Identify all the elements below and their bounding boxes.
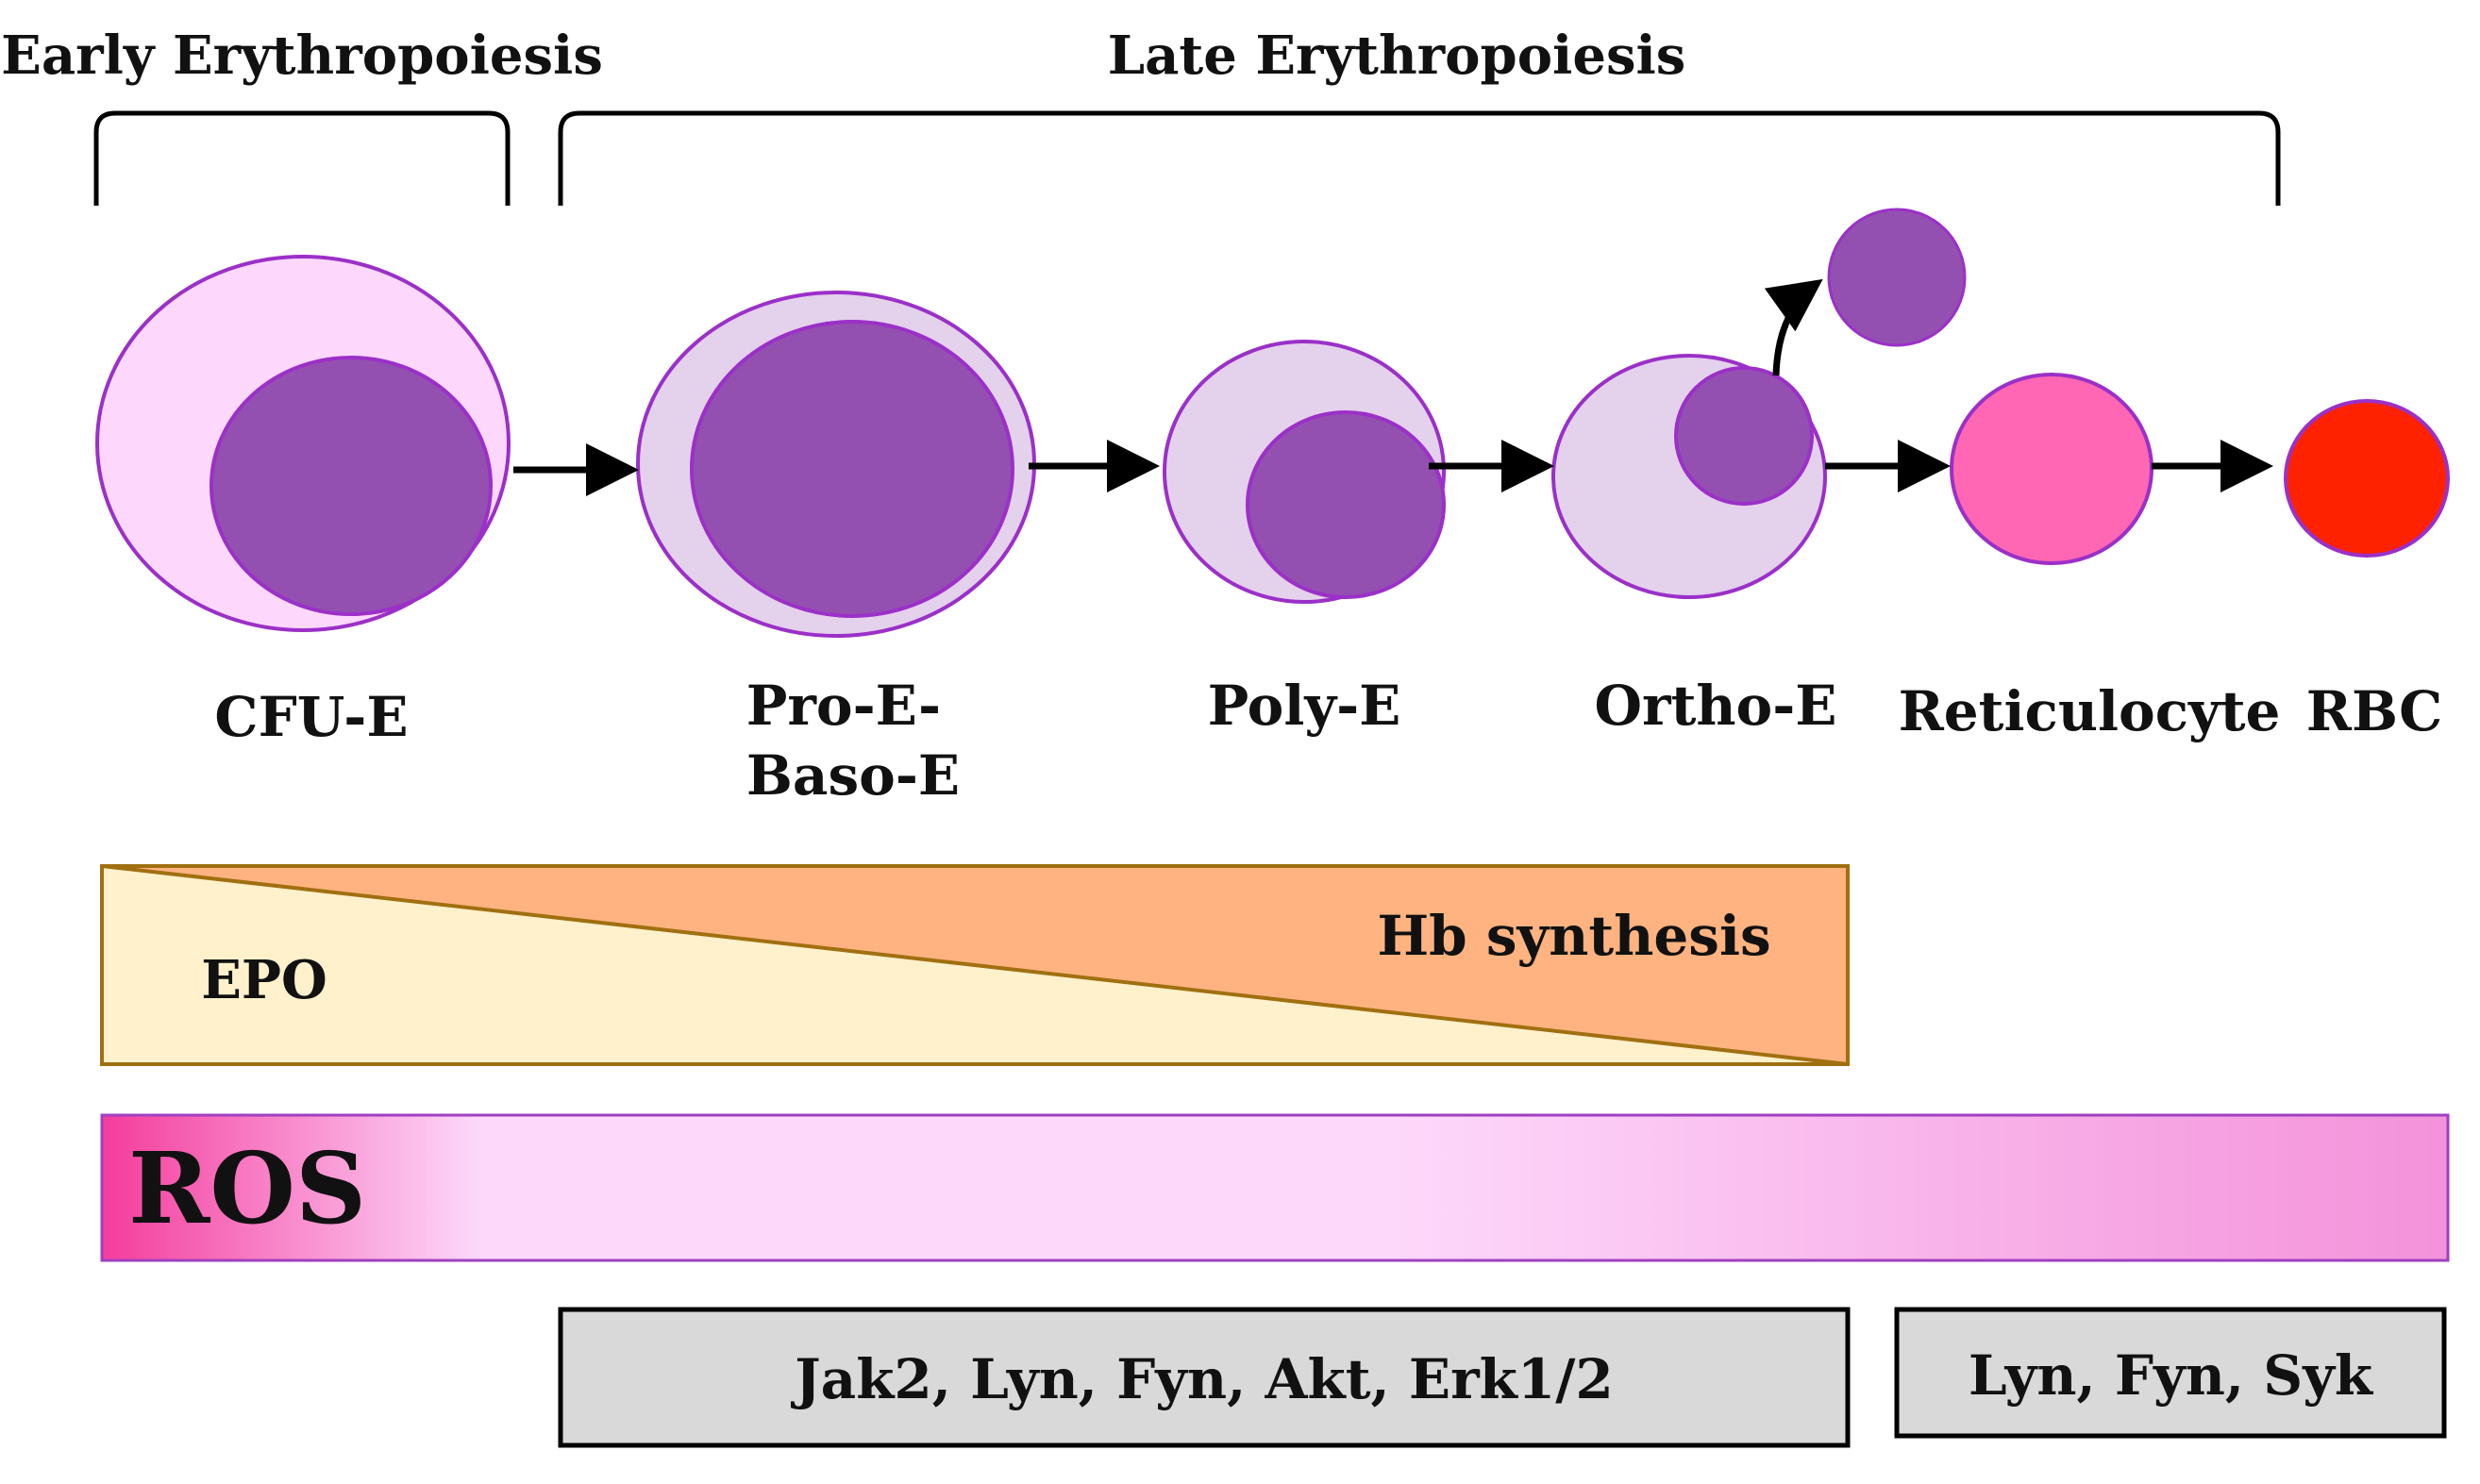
late-phase-bracket — [558, 110, 2281, 206]
late-phase-title: Late Erythropoiesis — [1108, 25, 1686, 87]
cell-label-ortho-e: Ortho-E — [1594, 674, 1836, 738]
expelled-nucleus — [1827, 208, 1967, 347]
epo-label: EPO — [201, 949, 327, 1011]
cell-label-poly-e: Poly-E — [1208, 674, 1401, 738]
rbc-cell — [2284, 399, 2450, 558]
early-phase-bracket — [93, 110, 511, 206]
ros-label: ROS — [128, 1130, 366, 1246]
kinase-box-late: Jak2, Lyn, Fyn, Akt, Erk1/2 — [558, 1307, 1851, 1448]
kinase-label-terminal: Lyn, Fyn, Syk — [1969, 1343, 2374, 1408]
reticulocyte-cell — [1950, 373, 2153, 565]
enucleation-arrow — [1764, 278, 1823, 376]
kinase-box-terminal: Lyn, Fyn, Syk — [1894, 1307, 2447, 1439]
cell-label-pro-baso-e: Pro-E- Baso-E — [746, 674, 961, 808]
kinase-label-late: Jak2, Lyn, Fyn, Akt, Erk1/2 — [790, 1347, 1614, 1411]
cell-label-rbc: RBC — [2306, 679, 2442, 743]
ros-bar: ROS — [100, 1113, 2450, 1262]
epo-hb-gradient-bar: EPO Hb synthesis — [100, 864, 1850, 1066]
cell-label-cfu-e: CFU-E — [214, 685, 408, 749]
cfu-e-cell — [95, 255, 511, 632]
cell-label-reticulocyte: Reticulocyte — [1899, 679, 2281, 743]
poly-e-cell — [1163, 340, 1446, 604]
early-phase-title: Early Erythropoiesis — [1, 25, 603, 87]
ortho-e-cell — [1551, 354, 1827, 599]
pro-baso-e-cell — [636, 291, 1036, 638]
hb-synthesis-label: Hb synthesis — [1377, 904, 1770, 968]
